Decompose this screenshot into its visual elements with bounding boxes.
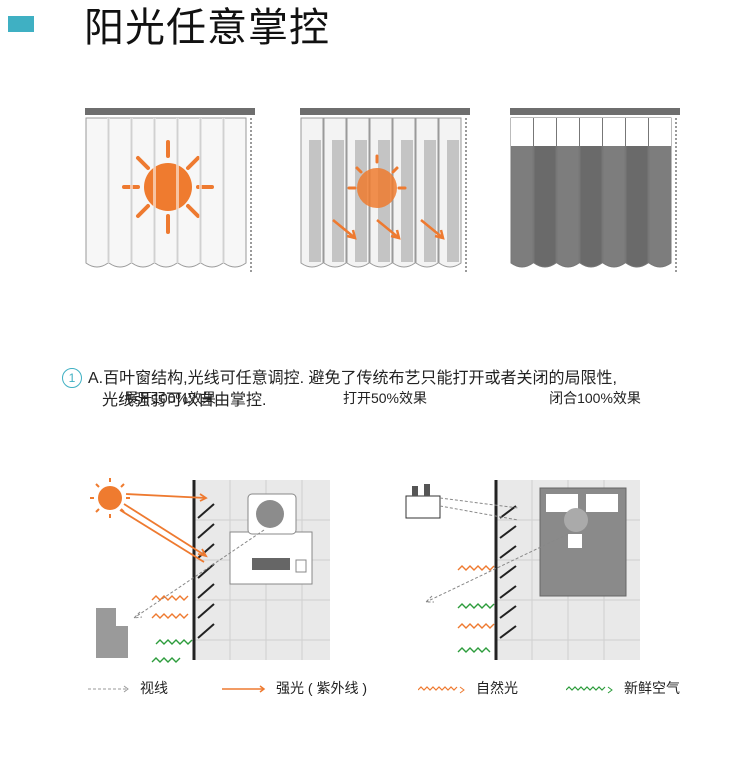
person-icon — [564, 508, 588, 532]
page-title: 阳光任意掌控 — [84, 6, 330, 50]
note-line-1: A.百叶窗结构,光线可任意调控. 避免了传统布艺只能打开或者关闭的局限性, — [88, 370, 617, 387]
sun-icon — [90, 478, 130, 518]
title-accent-bar — [8, 16, 34, 32]
bedroom-light-diagram — [405, 480, 640, 660]
strong-light-arrows — [119, 493, 208, 563]
orange-wave-icon — [417, 686, 465, 694]
blind-panel-open: 展开100%效果 — [80, 100, 260, 406]
sight-line — [132, 529, 265, 619]
sun-icon — [144, 163, 192, 211]
legend-fresh-air: 新鲜空气 — [565, 676, 680, 700]
legend-sight: 视线 — [88, 676, 168, 700]
panel-caption: 打开50%效果 — [342, 390, 428, 406]
blind-half-illustration — [300, 108, 470, 272]
green-wave-icon — [565, 686, 613, 694]
light-arrows — [332, 219, 445, 240]
orange-arrow-icon — [222, 685, 266, 693]
blind-closed-illustration — [510, 108, 680, 272]
planter-icon — [405, 484, 441, 519]
legend-natural-light: 自然光 — [417, 676, 518, 700]
note-line-2: 光线强弱可以自由掌控. — [102, 392, 267, 409]
feature-note: 1 A.百叶窗结构,光线可任意调控. 避免了传统布艺只能打开或者关闭的局限性, 光… — [62, 368, 617, 412]
blind-open-illustration — [85, 108, 255, 272]
panel-caption: 展开100%效果 — [124, 390, 216, 406]
note-number-badge: 1 — [62, 368, 82, 388]
building-icon — [96, 608, 128, 658]
office-light-diagram — [90, 478, 330, 663]
diagram-legend: 视线 强光 ( 紫外线 ) 自然光 新鲜空气 — [80, 676, 720, 700]
blind-panel-closed: 闭合100%效果 — [505, 100, 685, 406]
legend-strong-light: 强光 ( 紫外线 ) — [222, 676, 367, 700]
blind-panel-half: 打开50%效果 — [295, 100, 475, 406]
dashed-arrow-icon — [88, 685, 129, 693]
person-icon — [256, 500, 284, 528]
sun-icon — [357, 168, 397, 208]
panel-caption: 闭合100%效果 — [549, 390, 641, 406]
